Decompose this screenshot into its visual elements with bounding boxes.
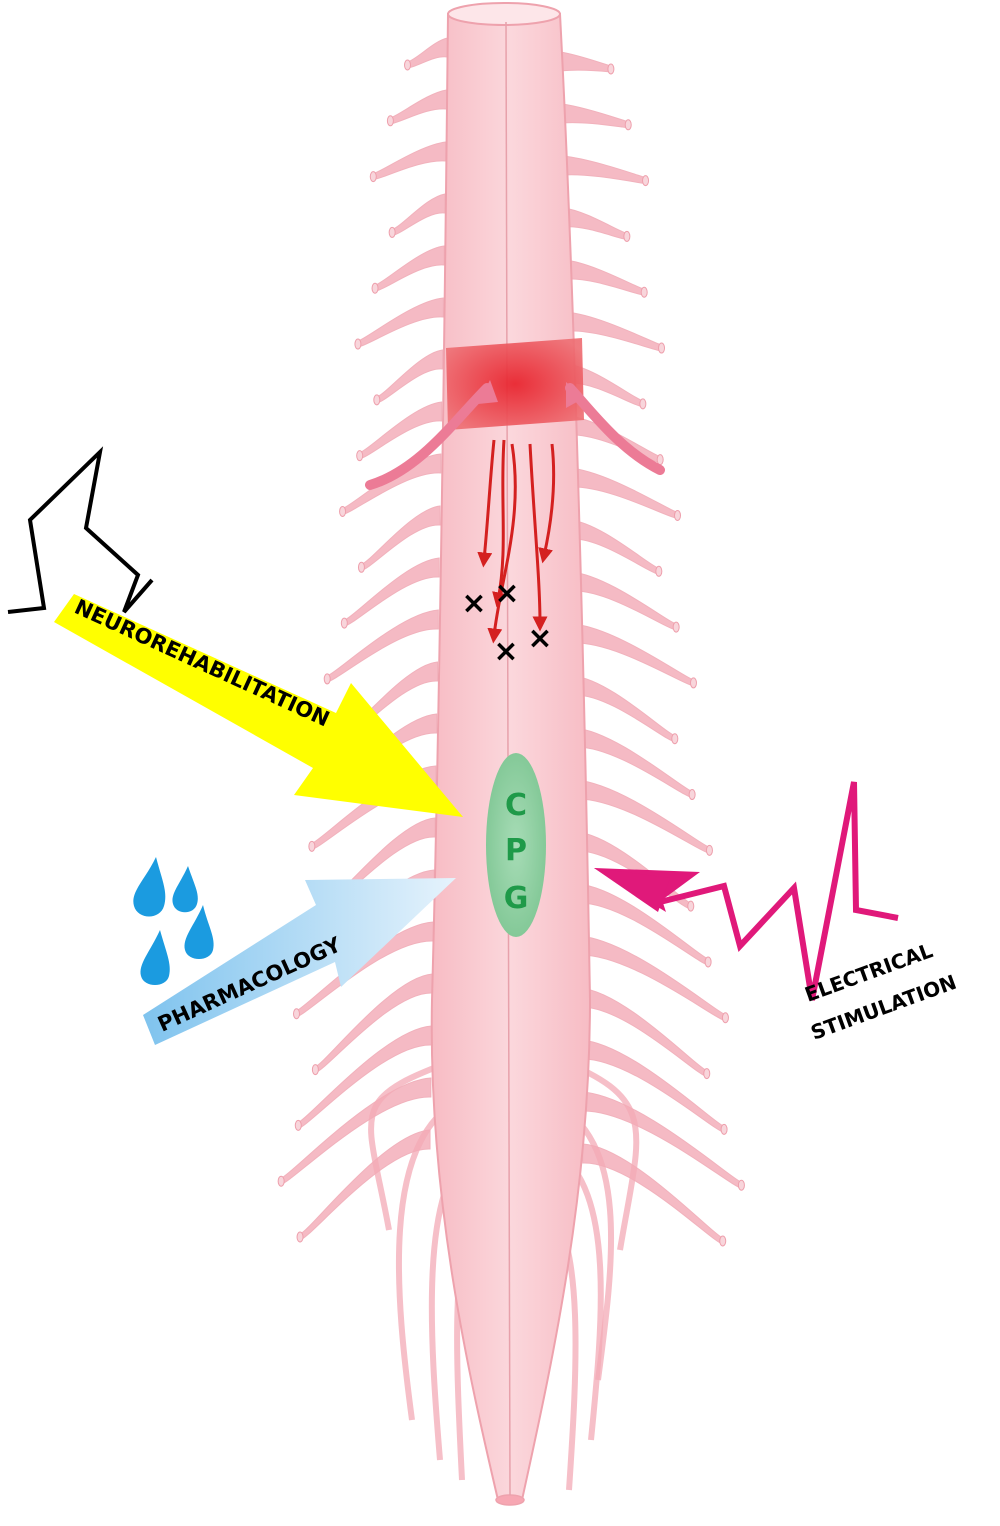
nerve-root-end: [373, 394, 381, 406]
nerve-root-end: [371, 282, 379, 294]
nerve-root: [561, 103, 629, 129]
cpg-letter-g: G: [504, 881, 529, 916]
nerve-root-end: [639, 398, 647, 410]
nerve-root-end: [308, 840, 316, 852]
drop-icon: [172, 866, 198, 913]
lesion-arrowhead-right: [566, 382, 584, 408]
nerve-root-end: [356, 450, 364, 462]
electrical-arrow: [594, 868, 670, 912]
cpg-ellipse: [486, 753, 546, 937]
cpg-letter-p: P: [505, 833, 527, 868]
spinal-cord: [430, 2, 592, 1506]
nerve-root-end: [293, 1008, 301, 1020]
nerve-root-end: [642, 175, 650, 187]
nerve-root-end: [640, 286, 648, 298]
nerve-root: [389, 89, 448, 125]
nerve-root-end: [624, 119, 632, 131]
tract-arrow: [477, 439, 496, 568]
nerve-root-end: [737, 1179, 745, 1191]
lesion-curve-left: [365, 383, 492, 490]
nerve-root-end: [689, 677, 697, 689]
nerve-root: [562, 155, 647, 185]
nerve-root-end: [721, 1012, 729, 1024]
nerve-root-end: [671, 733, 679, 745]
drop-icon: [140, 930, 170, 985]
nerve-root-end: [655, 565, 663, 577]
nerve-root-end: [404, 59, 412, 71]
nerve-root-end: [719, 1235, 727, 1247]
nerve-root: [342, 453, 442, 516]
nerve-root-end: [296, 1231, 304, 1243]
nerve-root: [563, 207, 628, 240]
nerve-root-end: [294, 1119, 302, 1131]
nerve-root-end: [357, 561, 365, 573]
nerve-root-end: [704, 956, 712, 968]
cord-bottom-end: [495, 1494, 525, 1506]
nerve-root-end: [674, 509, 682, 521]
nerve-root: [391, 193, 446, 236]
nerve-root: [580, 1039, 725, 1133]
cpg-letter-c: C: [505, 788, 527, 823]
nerve-root: [374, 245, 445, 292]
tract-arrow: [528, 443, 548, 632]
cauda-fiber: [558, 1057, 640, 1251]
nerve-root-end: [340, 617, 348, 629]
nerve-root: [568, 467, 679, 520]
tract-arrow: [538, 443, 556, 564]
nerve-root: [560, 51, 612, 73]
cpg: C P G: [486, 753, 546, 937]
neurorehab-arrow: [54, 594, 463, 817]
blocked-markers: × × × ×: [461, 576, 552, 669]
blocked-marker: ×: [494, 576, 519, 611]
nerve-root: [571, 623, 694, 687]
cauda-fiber: [368, 1057, 457, 1231]
blocked-marker: ×: [527, 621, 552, 656]
nerve-root-end: [687, 900, 695, 912]
nerve-root-end: [688, 789, 696, 801]
nerve-root: [357, 297, 444, 348]
nerve-root: [579, 987, 708, 1078]
nerve-root: [407, 37, 449, 69]
descending-tracts: [477, 439, 556, 644]
nerve-root-end: [369, 171, 377, 183]
tract-arrow: [487, 443, 517, 644]
lesion-arrowhead-left: [478, 380, 498, 404]
blocked-marker: ×: [461, 586, 486, 621]
cauda-fiber: [395, 1097, 462, 1421]
nerve-root-end: [658, 342, 666, 354]
pharmacology: PHARMACOLOGY: [133, 857, 456, 1045]
nerve-root: [569, 519, 660, 575]
pharmacology-arrow: [143, 878, 456, 1045]
nerve-root-end: [277, 1175, 285, 1187]
nerve-root: [376, 349, 444, 404]
drop-icon: [184, 905, 214, 959]
nerve-root-end: [656, 454, 664, 466]
nerve-root-end: [388, 226, 396, 238]
blocked-marker: ×: [493, 634, 518, 669]
nerve-root-end: [720, 1123, 728, 1135]
zigzag-icon: [7, 446, 154, 614]
nerve-root: [372, 141, 447, 181]
neurorehab-label: NEUROREHABILITATION: [71, 595, 333, 732]
nerve-root-end: [672, 621, 680, 633]
lesion: [365, 338, 665, 490]
nerve-root-end: [354, 338, 362, 350]
cord-top-opening: [447, 2, 561, 26]
nerve-root-end: [703, 1068, 711, 1080]
lesion-band: [446, 338, 584, 430]
nerve-root-end: [623, 230, 631, 242]
nerve-root-end: [311, 1064, 319, 1076]
nerve-root: [570, 571, 677, 631]
nerve-root-end: [607, 63, 615, 75]
electrical-zigzag-icon: [659, 781, 899, 1001]
nerve-root-end: [323, 673, 331, 685]
nerve-root-end: [386, 115, 394, 127]
tract-arrow: [492, 439, 507, 608]
nerve-root-end: [339, 505, 347, 517]
nerve-root: [564, 259, 645, 296]
nerve-root-end: [705, 844, 713, 856]
drop-icon: [133, 857, 166, 917]
